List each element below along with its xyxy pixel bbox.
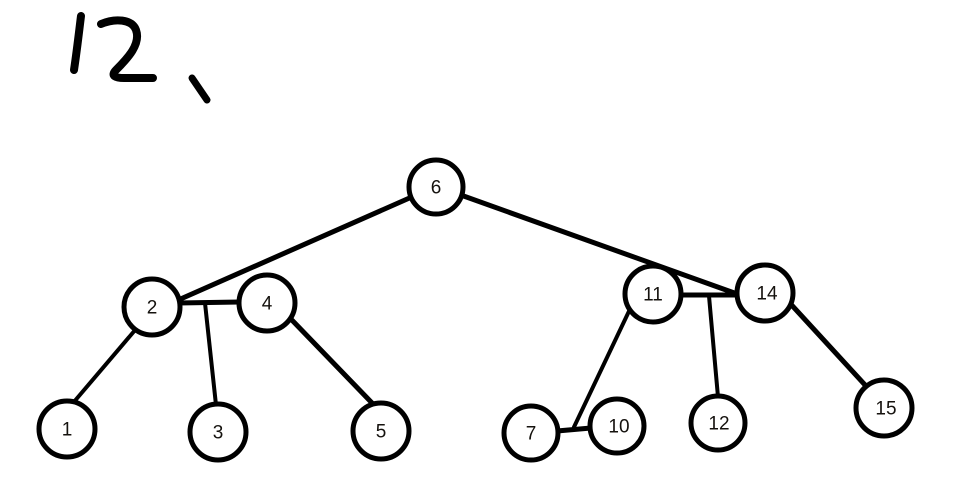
node-14-label: 14 xyxy=(756,284,778,305)
node-7-circle[interactable] xyxy=(501,403,561,463)
node-2-circle[interactable] xyxy=(121,276,183,338)
node-1-circle[interactable] xyxy=(36,398,98,460)
node-4-label: 4 xyxy=(262,294,273,315)
node-3[interactable]: 3 xyxy=(187,401,249,463)
handwritten-annotation xyxy=(70,12,211,104)
node-4-circle[interactable] xyxy=(236,272,298,334)
node-6-label: 6 xyxy=(431,178,442,199)
edge-2-3 xyxy=(203,301,218,407)
edge-14-15 xyxy=(784,297,869,389)
node-2-label: 2 xyxy=(147,298,158,319)
edge-6-2 xyxy=(173,193,417,304)
node-11[interactable]: 11 xyxy=(622,263,684,325)
node-5-circle[interactable] xyxy=(350,400,412,462)
node-6[interactable]: 6 xyxy=(406,157,466,217)
edge-layer xyxy=(71,191,869,434)
node-7-label: 7 xyxy=(526,424,537,445)
edge-2-4 xyxy=(175,299,243,306)
node-12[interactable]: 12 xyxy=(688,393,748,453)
annotation-digit-two xyxy=(97,16,157,82)
node-1[interactable]: 1 xyxy=(36,398,98,460)
node-5-label: 5 xyxy=(376,422,387,443)
node-3-circle[interactable] xyxy=(187,401,249,463)
node-2[interactable]: 2 xyxy=(121,276,183,338)
node-15-label: 15 xyxy=(875,399,896,420)
edge-6-14 xyxy=(455,191,743,298)
node-10-circle[interactable] xyxy=(587,396,647,456)
node-14[interactable]: 14 xyxy=(734,262,796,324)
node-11-circle[interactable] xyxy=(622,263,684,325)
node-12-label: 12 xyxy=(708,414,729,435)
node-15-circle[interactable] xyxy=(853,377,915,439)
node-6-circle[interactable] xyxy=(406,157,466,217)
annotation-tick-mark xyxy=(188,74,211,104)
edge-4-5 xyxy=(285,313,376,407)
node-12-circle[interactable] xyxy=(688,393,748,453)
node-10-label: 10 xyxy=(608,417,629,438)
node-15[interactable]: 15 xyxy=(853,377,915,439)
node-14-circle[interactable] xyxy=(734,262,796,324)
node-5[interactable]: 5 xyxy=(350,400,412,462)
edge-7-10 xyxy=(554,425,594,434)
node-10[interactable]: 10 xyxy=(587,396,647,456)
edge-11-7 xyxy=(572,305,633,429)
annotation-digit-one xyxy=(70,12,85,74)
edge-14-12 xyxy=(707,294,720,399)
edge-2-1 xyxy=(71,327,138,405)
node-11-label: 11 xyxy=(643,285,663,306)
node-3-label: 3 xyxy=(213,423,224,444)
node-4[interactable]: 4 xyxy=(236,272,298,334)
node-7[interactable]: 7 xyxy=(501,403,561,463)
node-layer: 6 2 4 11 14 1 xyxy=(36,157,915,463)
node-1-label: 1 xyxy=(62,420,73,441)
